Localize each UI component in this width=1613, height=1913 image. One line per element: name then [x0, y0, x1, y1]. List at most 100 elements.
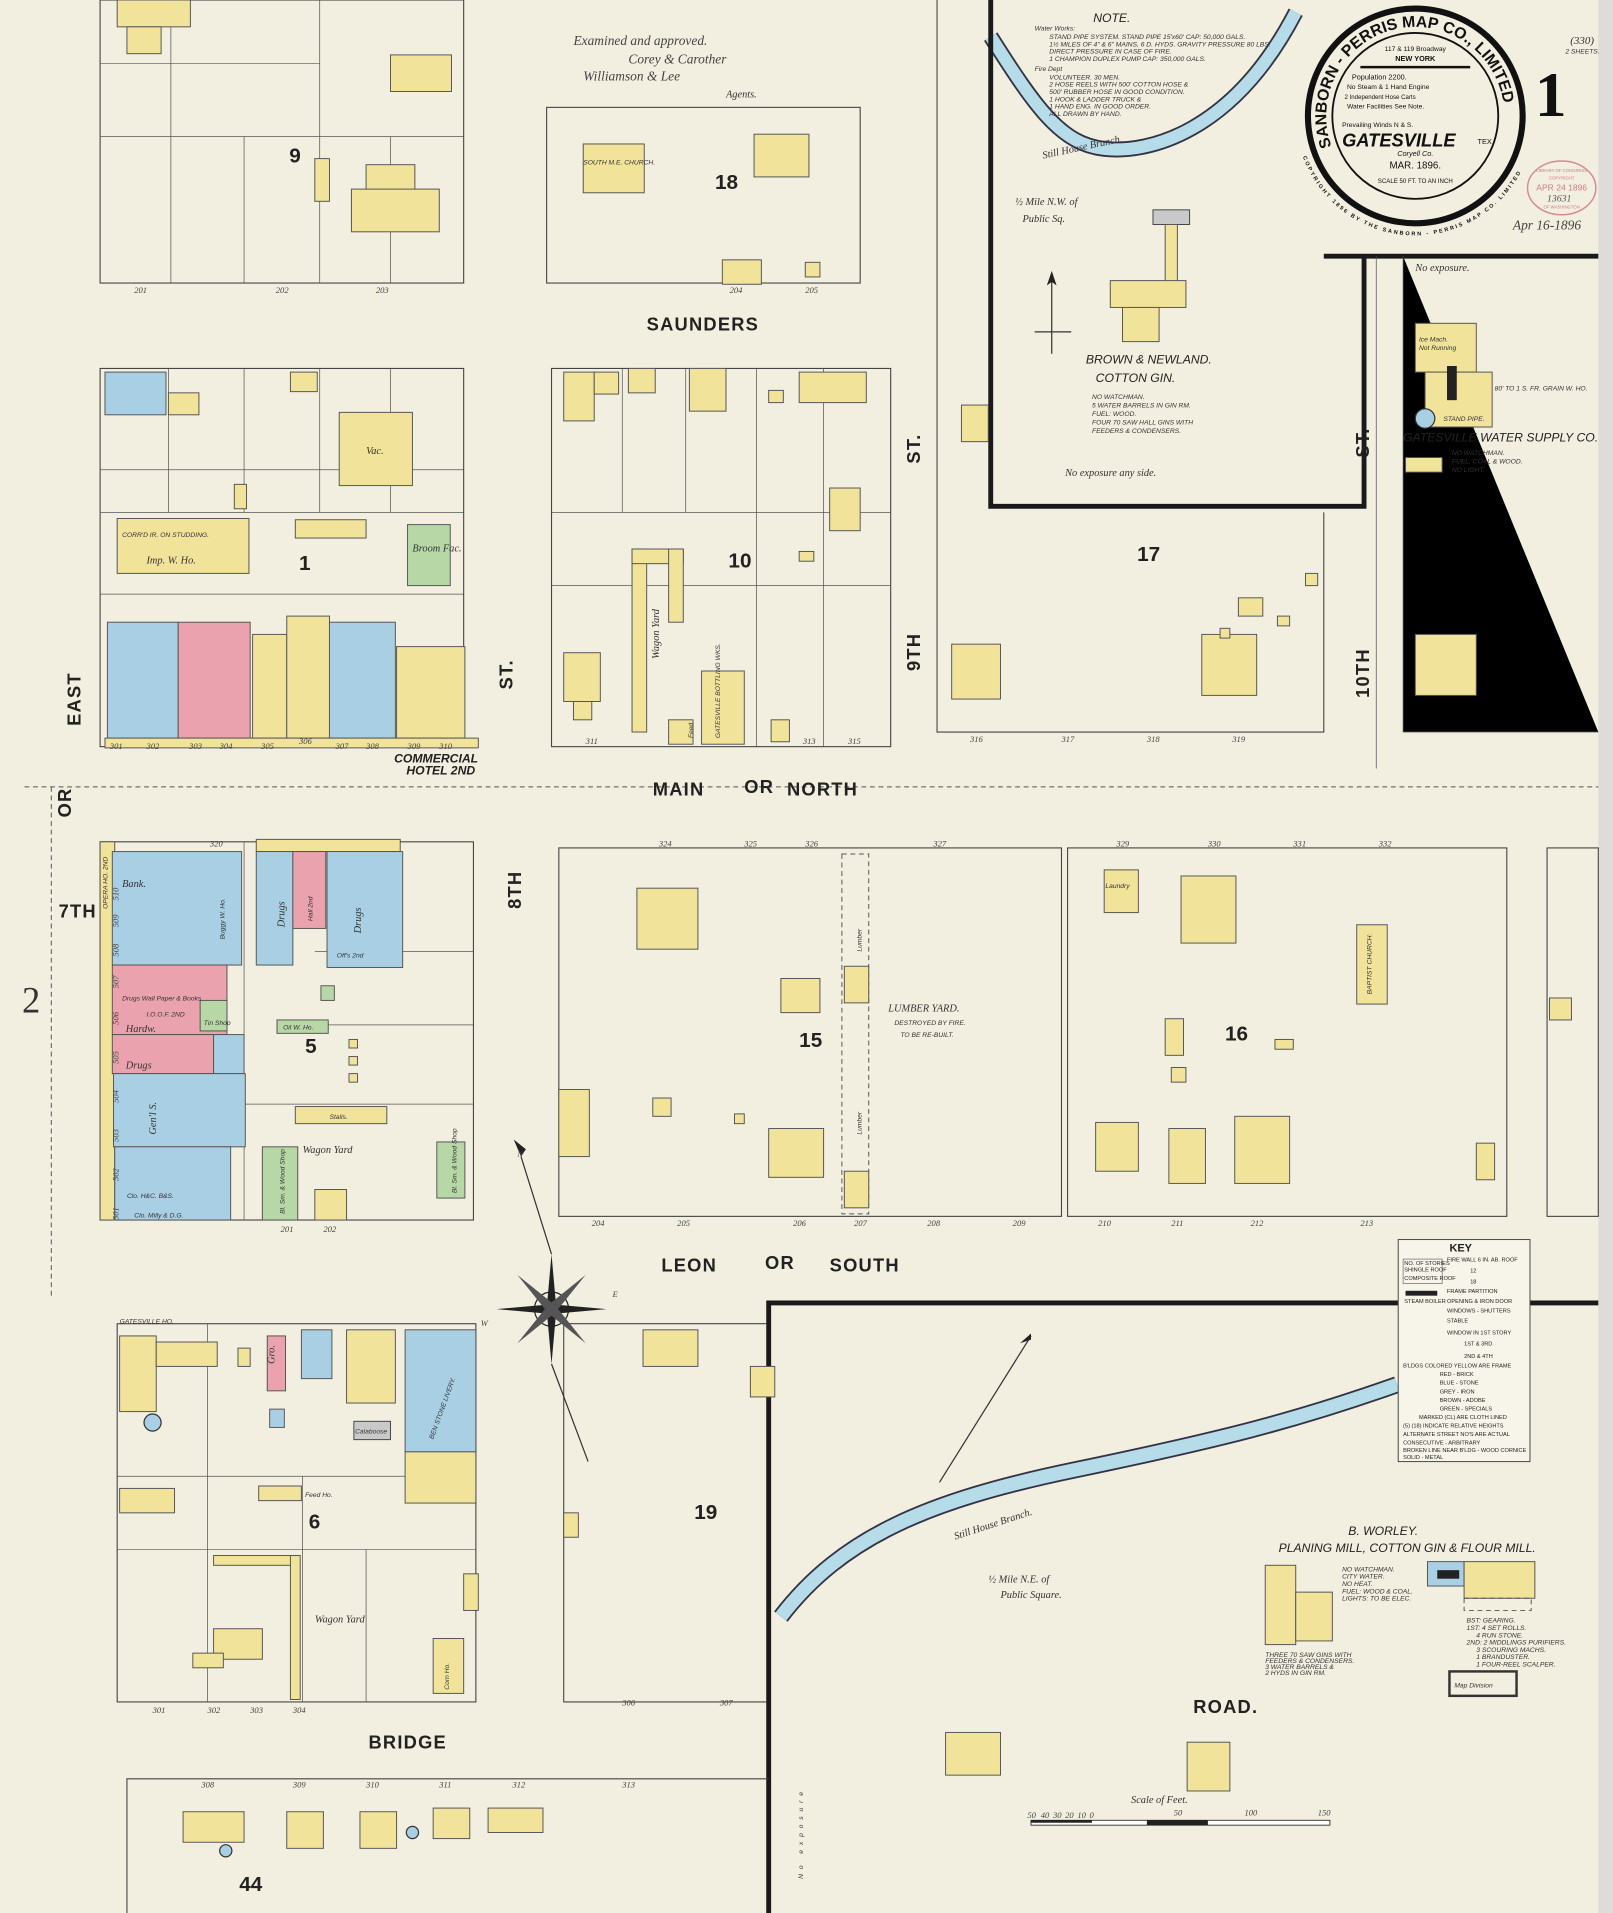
labels-worley_mill-5: 1 BRANDUSTER. [1476, 1654, 1530, 1661]
seal-scale: SCALE 50 FT. TO AN INCH [1378, 178, 1453, 185]
lot_numbers-18: 306 [621, 1698, 636, 1708]
labels-worley_gin-0: THREE 70 SAW GINS WITH [1265, 1652, 1351, 1659]
labels-drugs: Drugs [125, 1061, 152, 1072]
streets-ninth_st: ST. [903, 434, 924, 464]
lot_numbers-50: 510 [110, 887, 120, 901]
labels-church_me: SOUTH M.E. CHURCH. [583, 160, 655, 167]
labels-hotel: HOTEL 2ND [406, 764, 475, 778]
lot_numbers-28: 316 [969, 734, 984, 744]
seal-date: MAR. 1896. [1390, 160, 1441, 171]
compass-west: W [481, 1318, 489, 1328]
streets-main_or: OR [744, 776, 774, 797]
approval-sig1: Corey & Carother [628, 51, 727, 66]
seal-address: 117 & 119 Broadway [1385, 46, 1447, 53]
labels-laundry: Laundry [1105, 883, 1130, 890]
lot_numbers-20: 308 [365, 741, 380, 751]
note-lines-11: ALL DRAWN BY HAND. [1048, 111, 1121, 118]
labels-bank: Bank. [122, 879, 146, 890]
labels-ne_loc: ½ Mile N.E. of [988, 1574, 1051, 1585]
paper-edge [1598, 0, 1613, 1913]
streets-east_st: ST. [495, 659, 516, 689]
labels-lumber_yard: LUMBER YARD. [887, 1003, 959, 1014]
labels-worley_gin-1: FEEDERS & CONDENSERS. [1265, 1658, 1354, 1665]
lot_numbers-39: 331 [1292, 839, 1306, 849]
note-lines-9: 1 HOOK & LADDER TRUCK & [1049, 96, 1142, 103]
lot_numbers-31: 319 [1231, 734, 1246, 744]
labels-stalls: Stalls. [329, 1114, 347, 1121]
labels-worley_mill-1: 1ST: 4 SET ROLLS. [1467, 1625, 1527, 1632]
lot_numbers-32: 320 [209, 839, 224, 849]
lot_numbers-23: 311 [585, 736, 598, 746]
key-lines-5: WINDOWS - SHUTTERS [1447, 1309, 1511, 1315]
labels-gin_notes-3: FOUR 70 SAW HALL GINS WITH [1092, 420, 1193, 427]
streets-main: MAIN [653, 778, 705, 799]
lot_numbers-44: 504 [110, 1089, 120, 1103]
compass-east: E [612, 1289, 619, 1299]
blocks-8: 6 [309, 1511, 321, 1534]
labels-worley2: PLANING MILL, COTTON GIN & FLOUR MILL. [1279, 1541, 1536, 1555]
stamp-lines-2: APR 24 1896 [1536, 182, 1587, 192]
labels-opera: OPERA HO. 2ND [102, 856, 109, 908]
labels-corrd: CORR'D IR. ON STUDDING. [122, 532, 209, 539]
labels-vac: Vac. [366, 446, 384, 457]
labels-gro: Gro. [267, 1345, 278, 1364]
blocks-2: 1 [299, 552, 311, 575]
labels-water_notes-0: NO WATCHMAN. [1452, 450, 1505, 457]
note-lines-8: 500' RUBBER HOSE IN GOOD CONDITION. [1049, 89, 1185, 96]
lot_numbers-38: 330 [1207, 839, 1222, 849]
lot_numbers-45: 505 [110, 1050, 120, 1064]
key-lines-11: RED - BRICK [1440, 1372, 1474, 1378]
note-lines-7: 2 HOSE REELS WITH 500' COTTON HOSE & [1048, 82, 1189, 89]
note-lines-5: Fire Dept [1035, 66, 1064, 73]
lot_numbers-41: 501 [110, 1207, 120, 1220]
copyright-stamp: LIBRARY OF CONGRESS COPYRIGHT APR 24 189… [1512, 160, 1597, 232]
compass-north: N [516, 1149, 524, 1159]
lot_numbers-49: 509 [110, 914, 120, 928]
key-lines-15: GREEN - SPECIALS [1440, 1406, 1493, 1412]
labels-exposure_vert: No exposure [798, 1787, 805, 1879]
key-lines-1: 12 [1470, 1268, 1476, 1274]
blocks-4: 17 [1137, 543, 1160, 566]
note-title: NOTE. [1093, 11, 1130, 25]
lot_numbers-48: 508 [110, 943, 120, 957]
lot_numbers-16: 304 [219, 741, 234, 751]
labels-gin_exposure: No exposure any side. [1064, 468, 1156, 479]
labels-offs: Off's 2nd [337, 953, 364, 960]
key-lines-7: WINDOW IN 1ST STORY [1447, 1331, 1511, 1337]
map-key: KEY NO. OF STORIES SHINGLE ROOF COMPOSIT… [1397, 1239, 1531, 1463]
labels-clo_hc: Clo. H&C. B&S. [127, 1193, 174, 1200]
seal-hose: 2 Independent Hose Carts [1345, 94, 1416, 101]
labels-hardw: Hardw. [125, 1024, 156, 1035]
key-lines-0: FIRE WALL 6 IN. AB. ROOF [1447, 1258, 1518, 1264]
labels-ne_loc2: Public Square. [999, 1590, 1061, 1601]
scale_bar-ticks-8: 150 [1318, 1807, 1332, 1817]
streets-leon_or: OR [765, 1252, 795, 1273]
labels-wagon_yard: Wagon Yard [303, 1145, 354, 1156]
labels-oil_wh: Oil W. Ho. [283, 1025, 313, 1032]
labels-no_exposure: No exposure. [1414, 263, 1469, 274]
lot_numbers-40: 332 [1378, 839, 1393, 849]
lot_numbers-19: 307 [335, 741, 350, 751]
scale_bar-ticks-4: 10 [1077, 1810, 1086, 1820]
labels-hall: Hall 2nd [307, 896, 314, 921]
key-side-0: NO. OF STORIES [1404, 1261, 1450, 1267]
labels-worley_mill-4: 3 SCOURING MACHS. [1476, 1647, 1546, 1654]
lot_numbers-9: 210 [1098, 1218, 1112, 1228]
labels-stand_pipe: STAND PIPE. [1443, 416, 1484, 423]
water-fire-note: NOTE. Water Works: STAND PIPE SYSTEM. ST… [1035, 11, 1271, 118]
labels-clo_milly: Clo. Milly & D.G. [134, 1213, 183, 1220]
labels-iogf: I.O.O.F. 2ND [146, 1011, 184, 1018]
stamp-lines-0: LIBRARY OF CONGRESS [1536, 168, 1587, 173]
lot_numbers-5: 206 [793, 1218, 807, 1228]
labels-buggy: Buggy W. Ho. [220, 898, 227, 939]
labels-worley_gin-3: 2 HYDS IN GIN RM. [1264, 1670, 1326, 1677]
scale_bar-title: Scale of Feet. [1131, 1795, 1188, 1806]
labels-baptist: BAPTIST CHURCH. [1366, 933, 1373, 994]
labels-map_stamp: Map Division [1454, 1682, 1493, 1689]
labels-ice2: Not Running [1419, 345, 1457, 352]
note-lines-10: 1 HAND ENG. IN GOOD ORDER. [1049, 104, 1151, 111]
labels-bl_sm: Bl. Sm. & Wood Shop [279, 1149, 286, 1214]
sheet-border-worley [766, 1300, 1599, 1913]
lot_numbers-13: 301 [152, 1705, 166, 1715]
seal-water: Water Facilities See Note. [1347, 104, 1424, 111]
